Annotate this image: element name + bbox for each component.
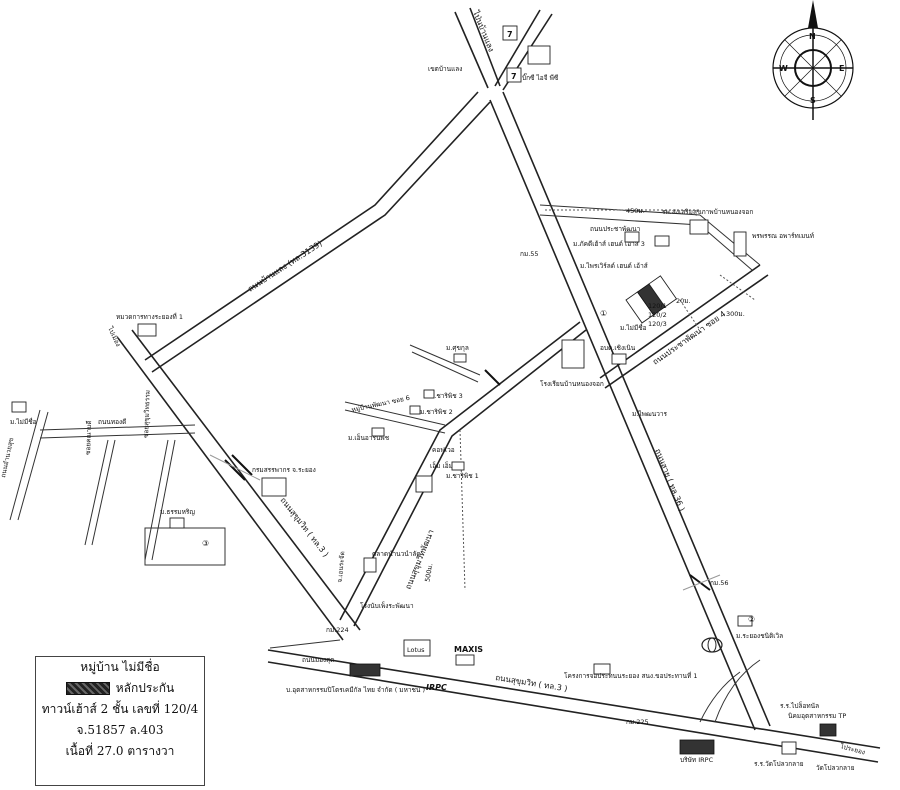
- school-nong-label: โรงเรียนบ้านหนองจอก: [540, 380, 604, 388]
- road-label-36: ถนนสาย ( ทล.36 ): [653, 447, 686, 512]
- house-120-2: 120/2: [648, 311, 667, 319]
- pornprasert-label: พรพรรณ อพาร์ทเมนท์: [752, 232, 814, 240]
- road-label-sukhumvit-upper: ถนนสุขุมวิท ( ทล.3 ): [278, 496, 330, 559]
- road-label-mueang: ถนนมองสุด: [302, 656, 334, 664]
- road-label-top: ไป่นบ้านแลง: [471, 8, 496, 53]
- legend-title: หมู่บ้าน ไม่มีชื่อ: [80, 660, 160, 674]
- ptt-label: อบต.เชิงเนิน: [600, 344, 636, 352]
- hospital-label: รพ.ส่งเสริมสุขภาพบ้านหนองจอก: [662, 208, 753, 216]
- factory-tp-label: นิคมอุตสาหกรรม TP: [788, 712, 846, 720]
- maxis-label: MAXIS: [454, 645, 483, 654]
- dist-500: 500ม.: [423, 563, 434, 583]
- seven-eleven-top: 7: [507, 30, 513, 39]
- legend-swatch-row: หลักประกัน: [36, 678, 204, 699]
- village-ekkasarn-label: ม.เอ็นอาร์นพัช: [348, 433, 390, 442]
- company-irpc2-label: บริษัท IRPC: [680, 756, 714, 764]
- mark-2: ②: [748, 615, 755, 624]
- km56-label: กม.56: [710, 579, 729, 587]
- dist-450: 450ม.: [626, 207, 645, 215]
- compass-w-label: W: [779, 64, 788, 73]
- lotus-label-1: คอฟเวอ: [432, 446, 455, 454]
- road-label-left-1: ถนนทองดี: [98, 418, 126, 426]
- project-pack-label: โครงการจอประทนนระยอง สนง.ขอประทานที่ 1: [564, 671, 697, 680]
- road-label-left-4: ซอยสุขุมวิทธรรม: [142, 390, 152, 438]
- km55-label: กม.55: [520, 250, 539, 258]
- legend-swatch: [65, 682, 110, 695]
- road-label-pattana: ถนนประชาพัฒนา: [590, 225, 641, 233]
- map-legend: หมู่บ้าน ไม่มีชื่อ หลักประกัน ทาวน์เฮ้าส…: [35, 656, 205, 786]
- legend-line-2: จ.51857 ล.403: [76, 723, 164, 737]
- road-label-left-2: ซอยคณาบดี: [84, 420, 93, 455]
- compass-n-label: N: [809, 32, 816, 41]
- compass-e-label: E: [839, 64, 844, 73]
- village-klang-label: ม.ไพฒนวาร: [632, 410, 668, 418]
- wat-2-label: วัดโปลวกลาย: [816, 764, 855, 772]
- irpc-label: IRPC: [426, 683, 447, 692]
- wat-1-label: ร.ร.วัดโปลวกลาย: [754, 760, 804, 768]
- legend-line-1: ทาวน์เฮ้าส์ 2 ชั้น เลขที่ 120/4: [41, 702, 199, 716]
- legend-swatch-label: หลักประกัน: [115, 681, 175, 695]
- dist-300: 300ม.: [726, 310, 745, 318]
- km225-label: กม.225: [626, 718, 649, 726]
- road-label-3139: ถนนบ้านแลง (ทล.3139): [246, 239, 324, 294]
- temple-label: โรงนับเพ็งระพัฒนา: [360, 601, 414, 610]
- school-bottom-label: ร.ร.ไปล็อทนัล: [780, 701, 819, 710]
- village-suk1-label: ม.ชาริพิช 1: [446, 472, 479, 480]
- gov-office-label: กรมสรรพากร จ.ระยอง: [252, 466, 316, 474]
- village-beach-label: ม.ธรรมหริญ: [160, 508, 195, 516]
- lotus-label-2: เอ็ม เอ็ม: [430, 461, 453, 470]
- km224-label: กม.224: [326, 626, 349, 634]
- distance-lines: [459, 209, 756, 591]
- village-rich-label: ม.ไพรเวิร์ลด์ เฮนด์ เอ้าส์: [580, 262, 648, 270]
- village-suk-label: ม.ศุขกุล: [446, 344, 469, 352]
- village-river-label: ม.ระยองชนิติเวิล: [736, 632, 783, 640]
- house-120-3: 120/3: [648, 320, 667, 328]
- compass-rose: N S E W: [772, 0, 854, 120]
- road-label-to-rayong: ไปเมือง: [106, 325, 123, 348]
- left-village-label: ม.ไม่มีชื่อ: [10, 417, 37, 426]
- rayong-center-label: จ.เอนระจัด: [336, 551, 347, 583]
- road-network: [9, 7, 881, 763]
- village-suk3-label: ม.ชาริพิช 3: [430, 392, 463, 400]
- railway-crossings: [209, 369, 721, 591]
- mark-3: ③: [202, 539, 209, 548]
- road-label-sukhumvit-lower: ถนนสุขุมวิท ( ทล.3 ): [495, 673, 568, 693]
- target-house-block: [625, 275, 678, 324]
- company-irpc-label: บ.อุตสาหกรรมปิโตรเคมีกัล ไทย จำกัด ( มหา…: [286, 686, 425, 694]
- place-markers: 7 7 เขตบ้านแลง บิ๊กซี ไอจี พีซี หมวดการท…: [10, 25, 855, 772]
- road-label-left-3: ถนนอำนวยสุข: [0, 437, 15, 478]
- target-number: ①: [600, 309, 607, 318]
- road-label-soi6: หมู่บ้านพัฒนา ซอย 6: [351, 394, 411, 414]
- compass-s-label: S: [810, 96, 816, 105]
- legend-line-3: เนื้อที่ 27.0 ตารางวา: [65, 744, 175, 758]
- village-rak-label: ม.ภัคดีเฮ้าส์ เฮนด์ เอ้าส์ 3: [573, 240, 645, 248]
- seven-eleven-bigc: 7: [511, 72, 517, 81]
- market-label: ตลาดนำนวนำลัด: [372, 550, 421, 558]
- road-label-to-rayong2: ไประยอง: [839, 742, 866, 757]
- village-suk2-label: ม.ชาริพิช 2: [420, 408, 453, 416]
- big-c-label: บิ๊กซี ไอจี พีซี: [522, 73, 559, 82]
- tesco-label: Lotus: [407, 646, 425, 654]
- target-village-label: ม.ไม่มีชื่อ: [620, 323, 647, 332]
- dist-20: 20ม.: [676, 297, 691, 305]
- police-ban-laeng: เขตบ้านแลง: [428, 65, 462, 73]
- school-1-label: หมวดการทางระยองที่ 1: [116, 312, 183, 321]
- house-120-1: 120/1: [648, 302, 667, 310]
